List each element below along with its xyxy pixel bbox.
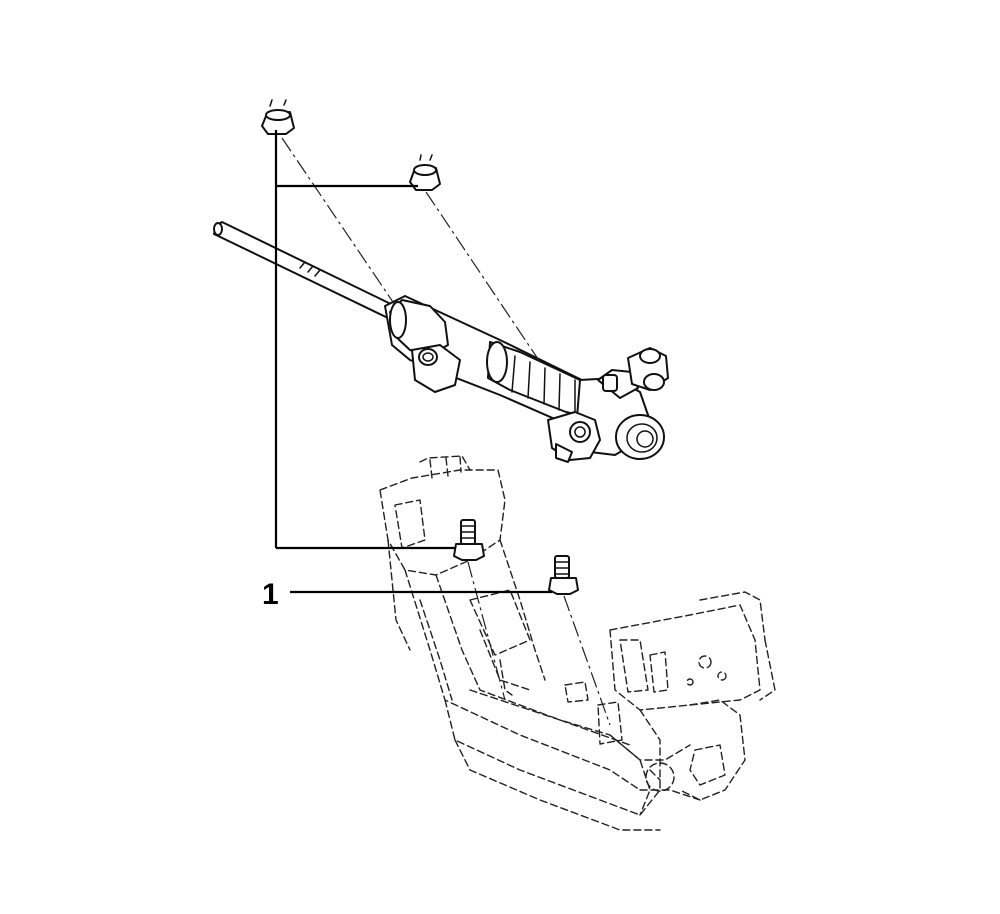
front-subframe: [379, 455, 776, 831]
left-stud: [453, 519, 485, 561]
alignment-centerlines: [281, 137, 611, 726]
callout-label-1: 1: [262, 578, 279, 611]
upper-right-nut: [409, 154, 441, 191]
right-stud: [548, 555, 579, 595]
steering-gear-rack: [213, 221, 669, 463]
upper-left-nut: [261, 99, 295, 135]
callout-leader-1: [274, 130, 552, 594]
